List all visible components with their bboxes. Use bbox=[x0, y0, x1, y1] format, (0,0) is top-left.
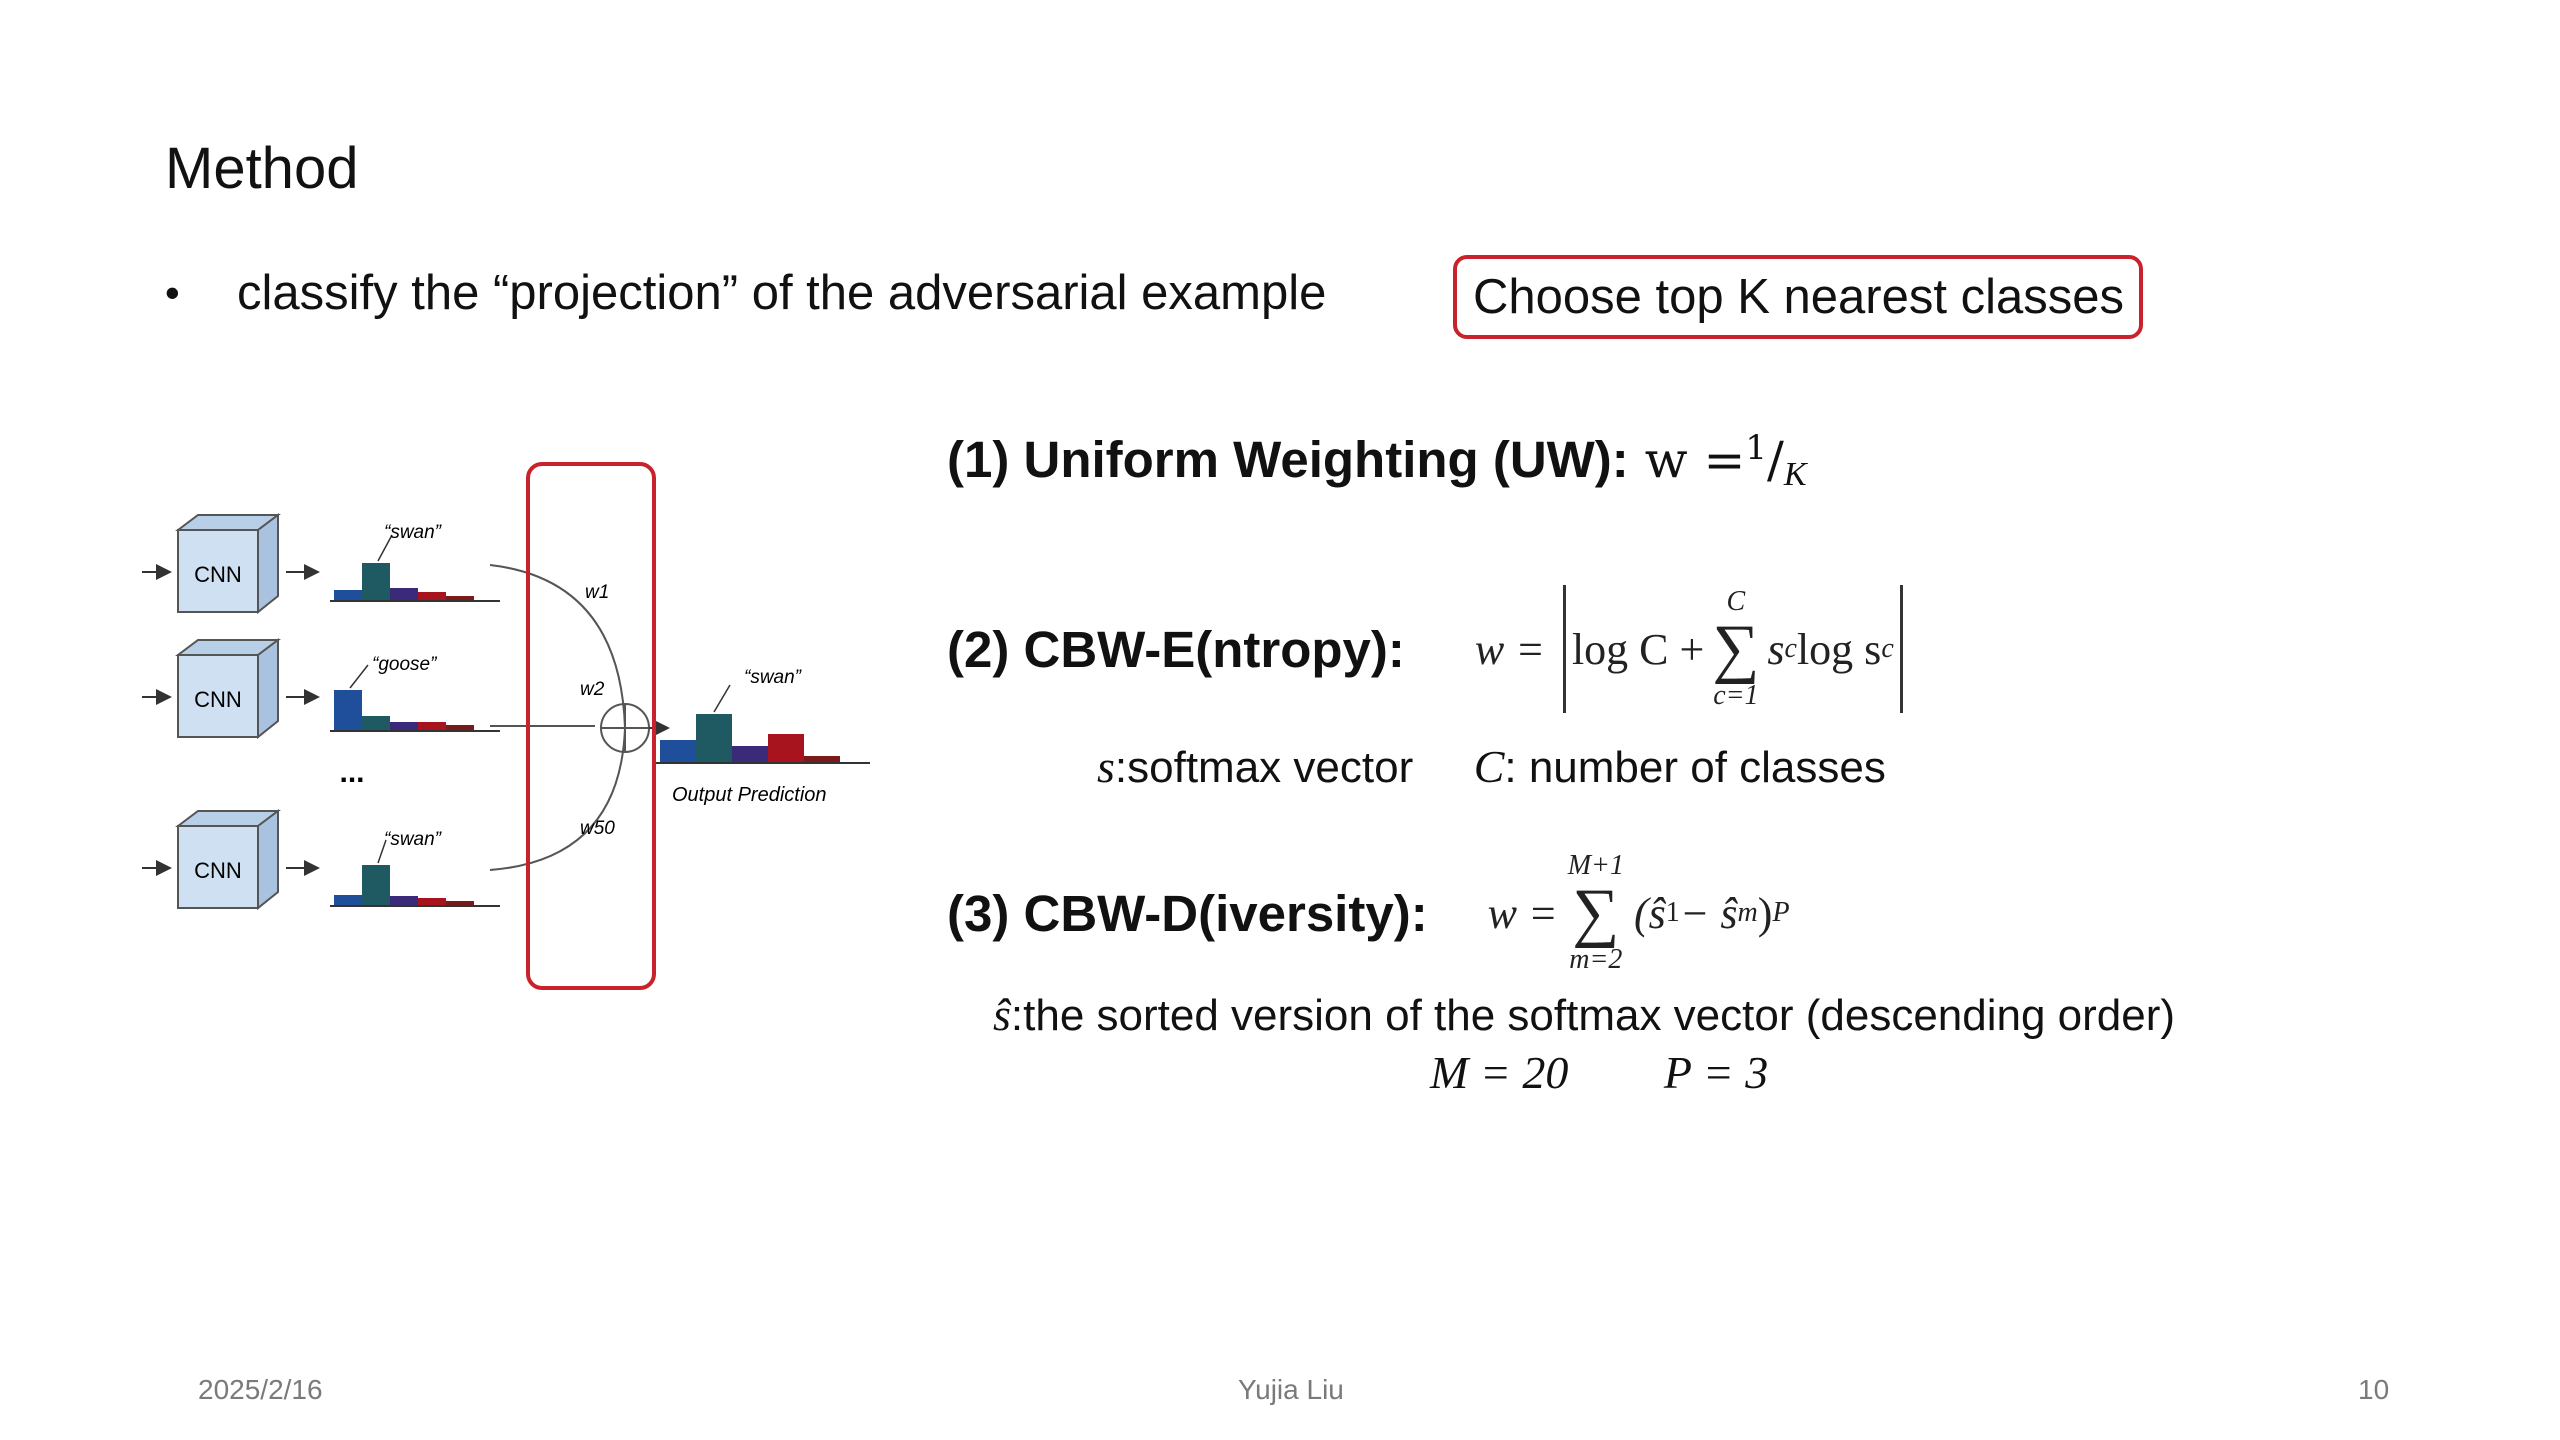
histogram-bottom-label: “swan” bbox=[384, 829, 443, 850]
topk-callout-box: Choose top K nearest classes bbox=[1453, 255, 2143, 339]
cnn-label: CNN bbox=[194, 562, 242, 587]
bullet-item: • classify the “projection” of the adver… bbox=[165, 265, 1326, 321]
param-m: M = 20 bbox=[1430, 1047, 1569, 1098]
uw-slash: / bbox=[1767, 431, 1784, 489]
cbw-d-term: (ŝ bbox=[1633, 888, 1666, 938]
cbw-d-minus: − ŝ bbox=[1679, 888, 1738, 938]
output-caption: Output Prediction bbox=[672, 784, 827, 806]
uw-denominator: K bbox=[1783, 456, 1807, 493]
output-histogram: “swan” Output Prediction bbox=[656, 667, 870, 806]
cbw-e-sum-top: C bbox=[1726, 586, 1746, 617]
cbw-e-logc: log C + bbox=[1571, 624, 1705, 674]
cnn-block-top: CNN bbox=[142, 513, 320, 615]
histogram-top: “swan” bbox=[330, 522, 500, 602]
cnn-block-middle: CNN bbox=[142, 638, 320, 740]
topk-callout-text: Choose top K nearest classes bbox=[1473, 270, 2124, 324]
sorted-softmax-definition: ŝ:the sorted version of the softmax vect… bbox=[993, 988, 2175, 1041]
histogram-bottom: “swan” bbox=[330, 829, 500, 907]
histogram-middle: “goose” bbox=[330, 654, 500, 732]
weight-w1: w1 bbox=[585, 582, 609, 603]
softmax-definition: s:softmax vector C: number of classes bbox=[1097, 740, 1886, 793]
histogram-top-label: “swan” bbox=[384, 522, 443, 543]
footer-author: Yujia Liu bbox=[1238, 1374, 1344, 1405]
def-c-text: : number of classes bbox=[1504, 743, 1886, 792]
cbw-e-sub: c bbox=[1784, 633, 1797, 664]
param-p: P = 3 bbox=[1663, 1047, 1769, 1098]
cbw-d-sum: M+1 ∑ m=2 bbox=[1568, 852, 1624, 974]
sorted-symbol: ŝ bbox=[993, 989, 1011, 1040]
cbw-e-formula: w = log C + C ∑ c=1 s c log s c bbox=[1475, 585, 1903, 713]
cbw-e-sum-symbol: ∑ bbox=[1712, 612, 1760, 685]
cbw-d-close: ) bbox=[1757, 888, 1773, 938]
cbw-e-abs: log C + C ∑ c=1 s c log s c bbox=[1562, 585, 1903, 713]
cbw-d-sub-m: m bbox=[1737, 897, 1758, 928]
cbw-e-lhs: w = bbox=[1474, 624, 1545, 674]
slide-title: Method bbox=[165, 136, 359, 201]
cnn-label: CNN bbox=[194, 858, 242, 883]
cbw-e-sub-2: c bbox=[1881, 633, 1894, 664]
cbw-d-formula: w = M+1 ∑ m=2 (ŝ 1 − ŝ m ) P bbox=[1488, 852, 1790, 974]
parameter-values: M = 20 P = 3 bbox=[1430, 1045, 1768, 1099]
method-cbw-diversity: (3) CBW-D(iversity) : w = M+1 ∑ m=2 (ŝ 1… bbox=[947, 852, 1790, 974]
cbw-d-sum-bottom: m=2 bbox=[1569, 944, 1623, 975]
method-cbw-entropy: (2) CBW-E(ntropy) : w = log C + C ∑ c=1 … bbox=[947, 585, 1903, 713]
uw-formula-lhs: w = bbox=[1644, 431, 1746, 489]
weight-combination: w1 w2 w50 bbox=[489, 564, 670, 871]
bullet-marker: • bbox=[165, 269, 180, 316]
cbw-d-sub-1: 1 bbox=[1665, 897, 1680, 928]
cbw-e-colon: : bbox=[1387, 620, 1405, 678]
sorted-text: :the sorted version of the softmax vecto… bbox=[1010, 991, 2176, 1040]
weight-w2: w2 bbox=[580, 679, 605, 700]
footer-date: 2025/2/16 bbox=[198, 1374, 323, 1405]
cbw-d-sum-symbol: ∑ bbox=[1572, 876, 1620, 949]
weight-w50: w50 bbox=[580, 818, 615, 839]
weights-highlight-box bbox=[526, 462, 656, 990]
bullet-text: classify the “projection” of the adversa… bbox=[237, 266, 1327, 320]
output-label: “swan” bbox=[744, 667, 803, 688]
def-s-text: :softmax vector bbox=[1114, 743, 1414, 792]
cbw-d-lhs: w = bbox=[1487, 888, 1558, 938]
cbw-d-colon: : bbox=[1410, 884, 1428, 942]
cnn-block-bottom: CNN bbox=[142, 809, 320, 911]
uw-colon: : bbox=[1611, 431, 1629, 488]
histogram-middle-label: “goose” bbox=[372, 654, 438, 675]
method-uniform-weighting: (1) Uniform Weighting (UW) : w = 1 / K bbox=[947, 428, 1807, 493]
cbw-d-label: (3) CBW-D(iversity) bbox=[947, 884, 1411, 942]
cbw-e-label: (2) CBW-E(ntropy) bbox=[947, 620, 1388, 678]
cbw-e-sum-bottom: c=1 bbox=[1713, 680, 1759, 711]
cbw-d-power: P bbox=[1772, 897, 1790, 928]
ellipsis: ... bbox=[339, 756, 364, 789]
uw-numerator: 1 bbox=[1745, 428, 1767, 468]
def-c-symbol: C bbox=[1473, 741, 1505, 792]
cbw-e-sum: C ∑ c=1 bbox=[1712, 588, 1759, 710]
cnn-label: CNN bbox=[194, 687, 242, 712]
footer-page-number: 10 bbox=[2358, 1374, 2390, 1405]
def-s-symbol: s bbox=[1097, 741, 1115, 792]
cbw-e-log-word: log s bbox=[1796, 624, 1882, 674]
uw-label: (1) Uniform Weighting (UW) bbox=[947, 431, 1612, 488]
cbw-e-term: s bbox=[1767, 624, 1785, 674]
ensemble-diagram: CNN “swan” CNN “goose” ... CN bbox=[142, 462, 870, 990]
cbw-d-sum-top: M+1 bbox=[1567, 850, 1624, 881]
